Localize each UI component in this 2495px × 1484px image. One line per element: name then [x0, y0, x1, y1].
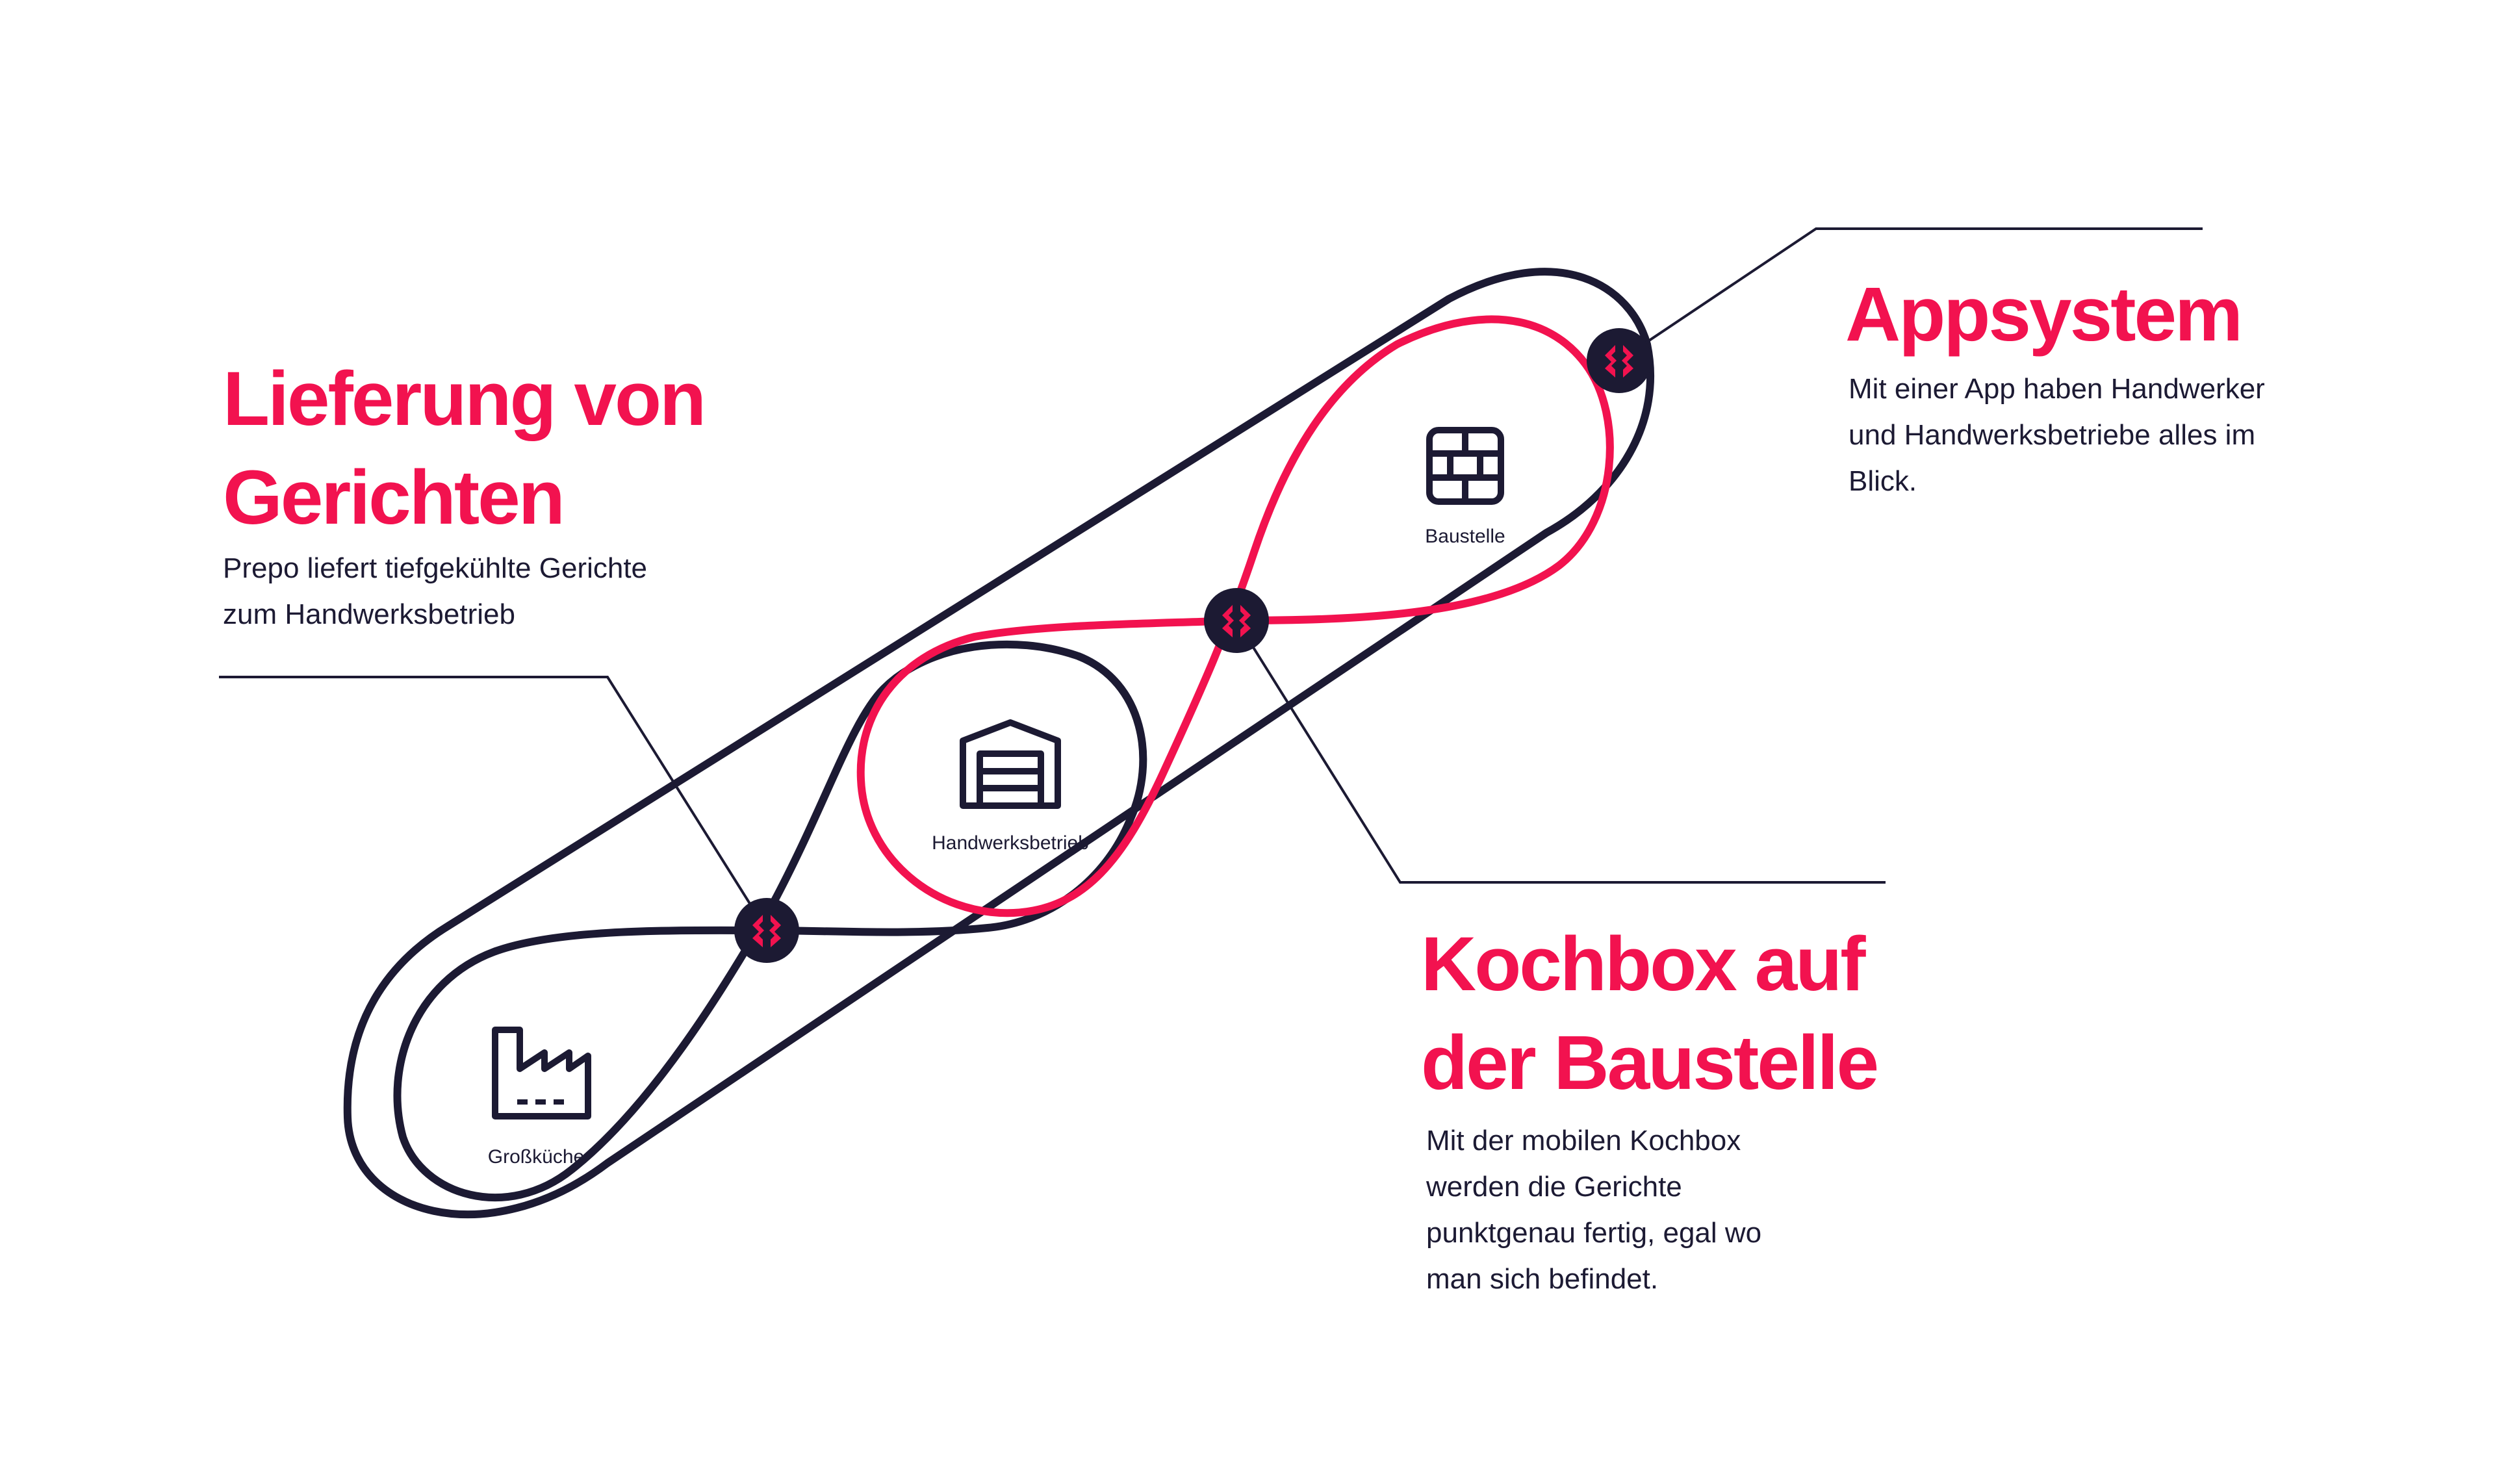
- prepo-logo-icon: [734, 898, 799, 963]
- connector-lieferung: [219, 676, 768, 932]
- kochbox-text-line3: punktgenau fertig, egal wo: [1426, 1217, 1762, 1249]
- appsystem-title-line1: Appsystem: [1845, 272, 2243, 357]
- kochbox-text: Mit der mobilen Kochbox werden die Geric…: [1426, 1118, 1761, 1302]
- outer-track: [343, 268, 1655, 1219]
- garage-icon: [960, 719, 1061, 809]
- lieferung-text-line2: zum Handwerksbetrieb: [223, 598, 515, 630]
- lieferung-title-line2: Gerichten: [223, 455, 565, 541]
- factory-dots: [517, 1099, 564, 1105]
- brick-wall-icon: [1426, 427, 1504, 505]
- appsystem-text-line1: Mit einer App haben Handwerker: [1849, 373, 2265, 405]
- kochbox-text-line1: Mit der mobilen Kochbox: [1426, 1125, 1741, 1157]
- kochbox-text-line2: werden die Gerichte: [1426, 1171, 1682, 1203]
- factory-icon: [492, 1027, 591, 1119]
- lieferung-title: Lieferung von Gerichten: [223, 350, 706, 547]
- prepo-logo-icon: [1204, 588, 1269, 653]
- lieferung-title-line1: Lieferung von: [223, 356, 706, 442]
- appsystem-title: Appsystem: [1845, 265, 2243, 364]
- kochbox-title: Kochbox auf der Baustelle: [1421, 915, 1879, 1112]
- lieferung-text-line1: Prepo liefert tiefgekühlte Gerichte: [223, 552, 648, 584]
- lieferung-text: Prepo liefert tiefgekühlte Gerichte zum …: [223, 545, 647, 637]
- node-label-handwerksbetrieb: Handwerksbetrieb: [932, 832, 1089, 854]
- kochbox-title-line1: Kochbox auf: [1421, 921, 1866, 1007]
- kochbox-title-line2: der Baustelle: [1421, 1020, 1879, 1106]
- node-label-grosskueche: Großküche: [488, 1146, 584, 1168]
- kochbox-text-line4: man sich befindet.: [1426, 1263, 1659, 1295]
- appsystem-text: Mit einer App haben Handwerker und Handw…: [1849, 366, 2265, 504]
- connector-kochbox: [1235, 619, 1886, 884]
- connector-appsystem: [1618, 227, 2203, 362]
- appsystem-text-line3: Blick.: [1849, 465, 1917, 497]
- appsystem-text-line2: und Handwerksbetriebe alles im: [1849, 419, 2256, 451]
- prepo-logo-icon: [1587, 328, 1652, 393]
- node-label-baustelle: Baustelle: [1425, 526, 1505, 547]
